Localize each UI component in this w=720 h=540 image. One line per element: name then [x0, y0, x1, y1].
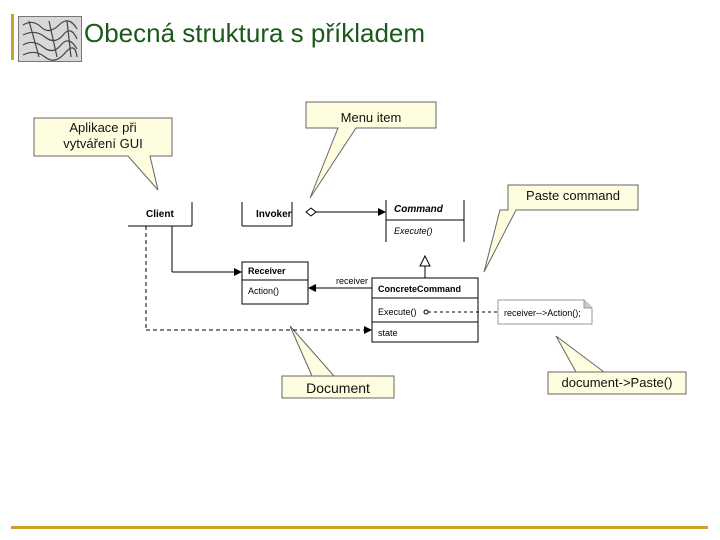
callout-document: Document	[306, 380, 370, 396]
uml-client-label: Client	[146, 209, 174, 220]
logo-image	[18, 16, 82, 62]
callout-menu-item-shape	[305, 101, 437, 199]
callout-gui-line-1: Aplikace při	[69, 120, 137, 135]
page-title: Obecná struktura s příkladem	[84, 18, 426, 48]
callout-paste-command-shape	[483, 184, 639, 273]
callout-document-paste-shape	[547, 335, 687, 395]
bottom-accent-bar	[11, 526, 708, 529]
uml-concrete-command-label: ConcreteCommand	[378, 284, 461, 294]
uml-receiver-assoc: receiver	[336, 276, 368, 286]
logo-icon	[22, 20, 78, 61]
uml-command-op: Execute()	[394, 226, 433, 236]
callout-document-shape	[281, 325, 395, 399]
callout-gui: Aplikace při vytváření GUI	[34, 120, 172, 152]
title-accent-bar	[11, 14, 14, 60]
uml-command-label: Command	[394, 204, 444, 215]
callout-document-paste: document->Paste()	[561, 375, 673, 390]
callout-menu-item: Menu item	[340, 110, 402, 125]
callout-gui-shape	[33, 117, 173, 191]
uml-concrete-command-attr: state	[378, 328, 398, 338]
uml-concrete-command-op: Execute()	[378, 307, 417, 317]
callout-paste-command: Paste command	[526, 188, 620, 203]
uml-note-text: receiver-->Action();	[504, 308, 581, 318]
callout-gui-line-2: vytváření GUI	[63, 136, 143, 151]
uml-note-shape	[497, 299, 593, 325]
uml-receiver-label: Receiver	[248, 266, 286, 276]
uml-invoker-label: Invoker	[256, 209, 292, 220]
uml-receiver-op: Action()	[248, 286, 279, 296]
